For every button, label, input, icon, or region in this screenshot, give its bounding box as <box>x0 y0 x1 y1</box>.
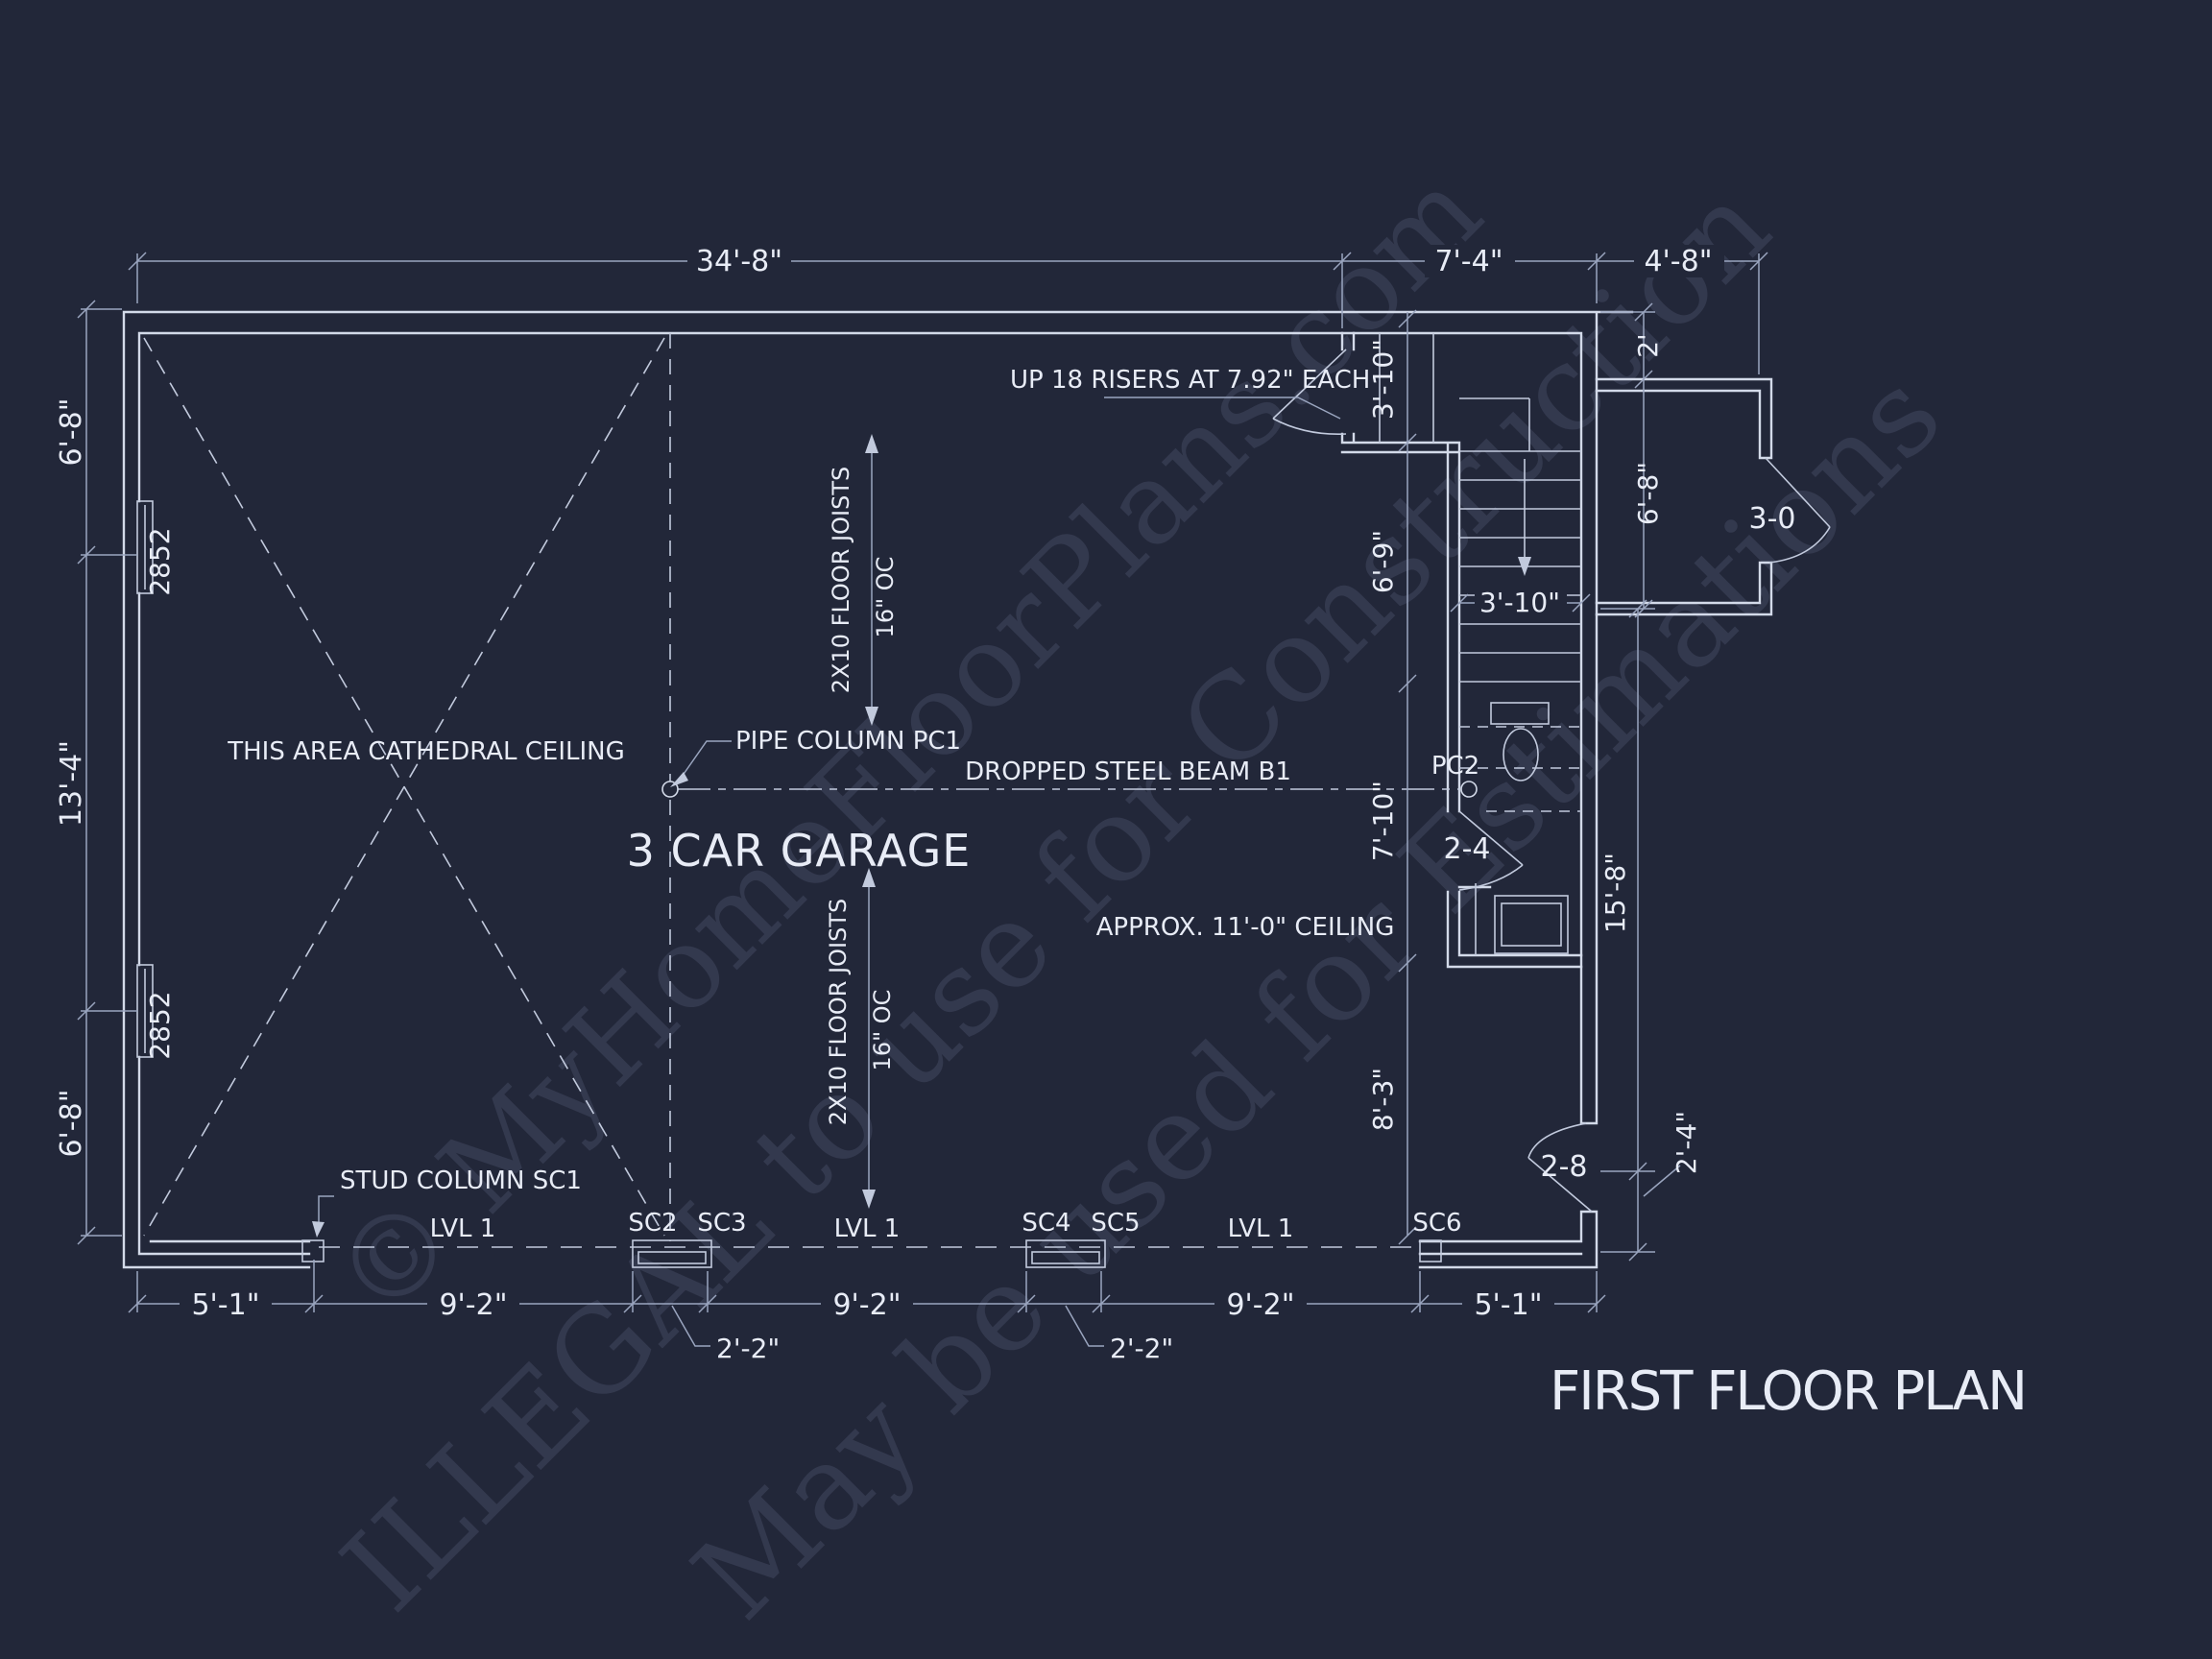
utility-fixture <box>1475 883 1569 955</box>
label-sc2: SC2 <box>628 1209 677 1238</box>
front-entry-door <box>1765 457 1831 564</box>
dim-bottom-9-2-b: 9'-2" <box>832 1288 901 1322</box>
label-window-lower: 2852 <box>144 991 176 1059</box>
joist-span-arrows <box>862 434 878 1209</box>
dim-stair-width: 3'-10" <box>1479 587 1560 618</box>
label-sc6: SC6 <box>1412 1209 1461 1238</box>
note-risers: UP 18 RISERS AT 7.92" EACH <box>1010 366 1370 395</box>
label-door-front: 3-0 <box>1749 502 1796 536</box>
label-pc2: PC2 <box>1431 752 1479 781</box>
note-cathedral-ceiling: THIS AREA CATHEDRAL CEILING <box>227 737 625 766</box>
dimension-labels: 34'-8" 7'-4" 4'-8" 6'-8" 13'-4" 6'-8" 5'… <box>55 245 1724 1364</box>
dim-bottom-5-1-right: 5'-1" <box>1474 1288 1542 1322</box>
dim-porch-6-8: 6'-8" <box>1632 462 1664 525</box>
label-door-under-stair: 2-4 <box>1444 832 1491 866</box>
dim-top-4-8: 4'-8" <box>1644 245 1712 278</box>
garage-door-piers <box>301 1239 1442 1268</box>
label-joists-upper: 2X10 FLOOR JOISTS <box>828 467 854 693</box>
page-title: FIRST FLOOR PLAN <box>1550 1360 2026 1423</box>
stair-down-arrow <box>1518 557 1531 576</box>
note-steel-beam: DROPPED STEEL BEAM B1 <box>965 757 1291 786</box>
label-sc3: SC3 <box>697 1209 746 1238</box>
window-2852-upper <box>136 500 154 594</box>
cathedral-ceiling-x <box>143 337 665 1237</box>
label-joist-spacing-lower: 16" OC <box>869 990 896 1071</box>
label-lvl1-a: LVL 1 <box>430 1214 496 1243</box>
label-window-upper: 2852 <box>144 527 176 595</box>
toilet <box>1490 702 1550 781</box>
dim-bottom-5-1-left: 5'-1" <box>191 1288 259 1322</box>
note-pipe-column-pc1: PIPE COLUMN PC1 <box>735 727 961 756</box>
dim-right-3-10: 3'-10" <box>1367 339 1399 420</box>
dimension-lines <box>77 252 1768 1347</box>
porch-walls <box>1595 377 1773 616</box>
stair-landing-door <box>1272 349 1347 435</box>
label-lvl1-c: LVL 1 <box>1228 1214 1294 1243</box>
dim-porch-2ft: 2' <box>1632 333 1664 358</box>
under-stair-door <box>1458 810 1524 891</box>
dim-left-6-8-upper: 6'-8" <box>55 397 88 466</box>
dim-pier-2-2-right: 2'-2" <box>1110 1333 1173 1364</box>
note-stud-column-sc1: STUD COLUMN SC1 <box>340 1166 582 1195</box>
note-ceiling-height: APPROX. 11'-0" CEILING <box>1096 913 1395 942</box>
side-entry-door <box>1527 1122 1593 1213</box>
label-joists-lower: 2X10 FLOOR JOISTS <box>825 899 852 1125</box>
label-joist-spacing-upper: 16" OC <box>872 557 899 638</box>
dim-top-34-8: 34'-8" <box>696 245 782 278</box>
label-sc4: SC4 <box>1022 1209 1070 1238</box>
label-lvl1-b: LVL 1 <box>834 1214 901 1243</box>
dim-left-13-4: 13'-4" <box>55 740 88 827</box>
interior-walls <box>1340 331 1583 969</box>
dim-right-6-9: 6'-9" <box>1367 530 1399 593</box>
label-door-side: 2-8 <box>1541 1150 1588 1184</box>
dim-left-6-8-lower: 6'-8" <box>55 1089 88 1157</box>
dim-pier-2-2-left: 2'-2" <box>716 1333 780 1364</box>
label-sc5: SC5 <box>1091 1209 1140 1238</box>
annotations: 3 CAR GARAGE THIS AREA CATHEDRAL CEILING… <box>144 366 1796 1243</box>
dim-bottom-9-2-a: 9'-2" <box>439 1288 507 1322</box>
dim-right-side-15-8: 15'-8" <box>1599 853 1631 933</box>
dim-right-7-10: 7'-10" <box>1367 781 1399 861</box>
dim-top-7-4: 7'-4" <box>1434 245 1503 278</box>
pipe-column-pc2-symbol <box>1460 781 1478 798</box>
dim-corner-2-4: 2'-4" <box>1671 1111 1702 1174</box>
exterior-walls <box>122 310 1634 1269</box>
room-label-garage: 3 CAR GARAGE <box>627 825 972 877</box>
dim-right-8-3: 8'-3" <box>1367 1068 1399 1131</box>
dim-bottom-9-2-c: 9'-2" <box>1226 1288 1294 1322</box>
